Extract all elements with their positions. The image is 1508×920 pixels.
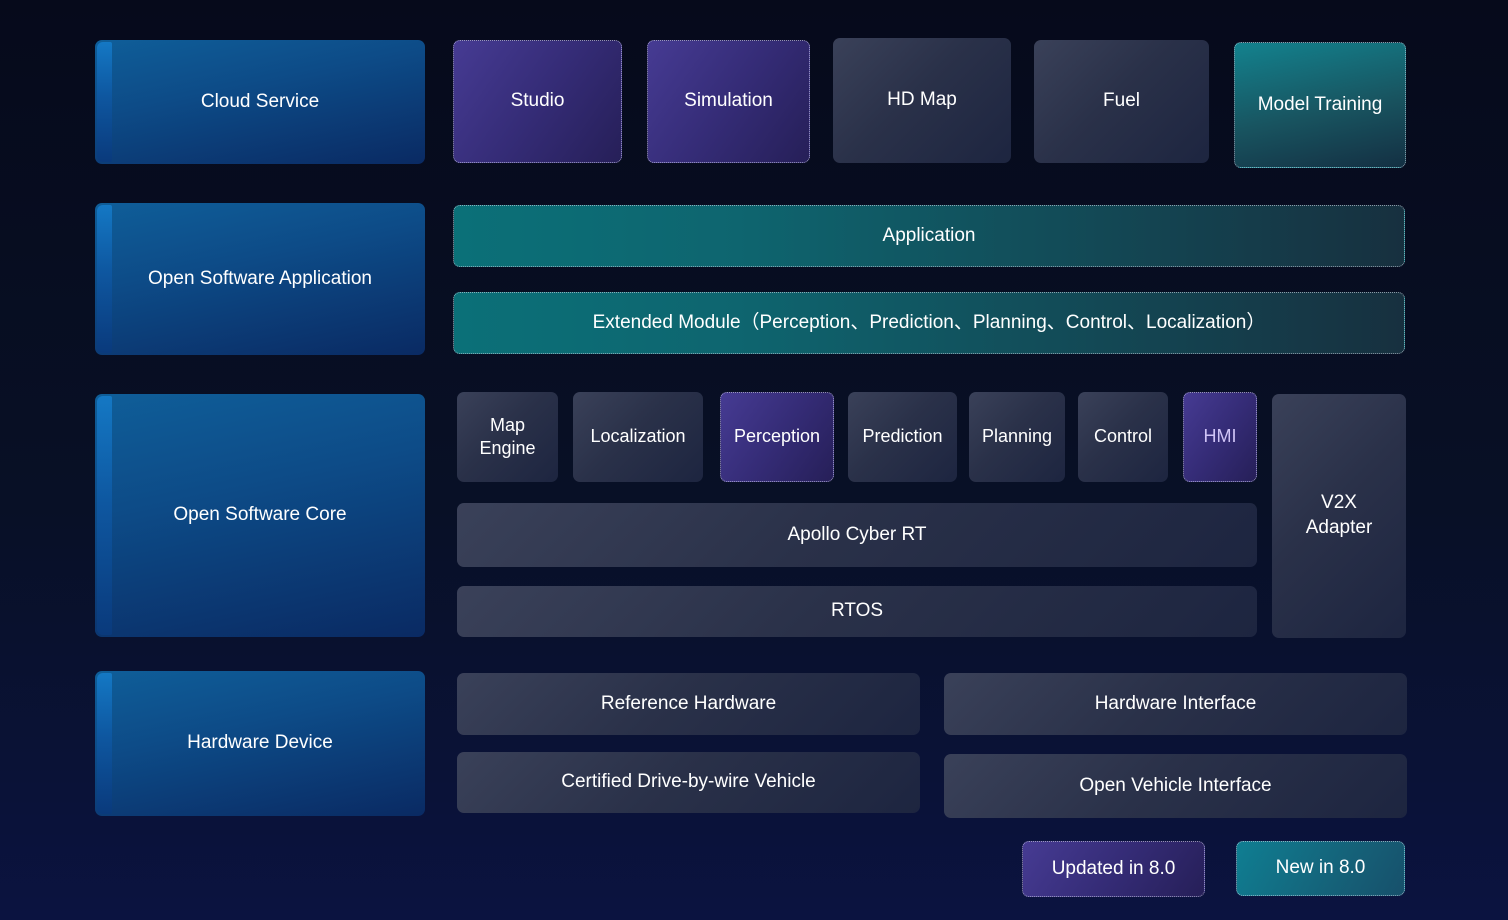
category-label: Open Software Core	[173, 504, 347, 526]
block-label: Extended Module（Perception、Prediction、Pl…	[592, 311, 1266, 333]
block-open-vehicle-interface: Open Vehicle Interface	[944, 754, 1407, 818]
category-cloud-service: Cloud Service	[95, 40, 425, 164]
block-label: Map Engine	[479, 414, 536, 458]
block-label: Control	[1093, 426, 1153, 447]
block-label: HMI	[1203, 426, 1237, 447]
block-label: RTOS	[830, 600, 884, 622]
legend-updated-in-8-0: Updated in 8.0	[1022, 841, 1205, 897]
block-label: Localization	[590, 426, 686, 447]
block-label: Hardware Interface	[1094, 692, 1257, 714]
block-label: HD Map	[887, 89, 957, 111]
block-rtos: RTOS	[457, 586, 1257, 637]
block-extended-module: Extended Module（Perception、Prediction、Pl…	[453, 292, 1405, 354]
block-hd-map: HD Map	[833, 38, 1011, 163]
block-label: Apollo Cyber RT	[787, 523, 927, 545]
block-label: Fuel	[1103, 90, 1140, 112]
block-apollo-cyber-rt: Apollo Cyber RT	[457, 503, 1257, 567]
block-label: Planning	[981, 426, 1053, 447]
block-label: Certified Drive-by-wire Vehicle	[561, 771, 816, 793]
category-accent-stripe	[97, 205, 112, 353]
legend-new-in-8-0: New in 8.0	[1236, 841, 1405, 896]
block-hmi: HMI	[1183, 392, 1257, 482]
block-label: Studio	[510, 90, 565, 112]
category-accent-stripe	[97, 42, 112, 162]
category-open-software-core: Open Software Core	[95, 394, 425, 637]
block-v2x-adapter: V2X Adapter	[1272, 394, 1406, 638]
category-label: Open Software Application	[148, 267, 372, 289]
legend-label: Updated in 8.0	[1051, 857, 1176, 879]
block-simulation: Simulation	[647, 40, 810, 163]
block-control: Control	[1078, 392, 1168, 482]
block-label: Perception	[733, 426, 821, 447]
legend-label: New in 8.0	[1275, 857, 1366, 879]
category-accent-stripe	[97, 396, 112, 635]
block-perception: Perception	[720, 392, 834, 482]
category-label: Hardware Device	[187, 732, 333, 754]
block-planning: Planning	[969, 392, 1065, 482]
block-hardware-interface: Hardware Interface	[944, 673, 1407, 735]
category-open-software-application: Open Software Application	[95, 203, 425, 355]
category-accent-stripe	[97, 673, 112, 814]
block-application: Application	[453, 205, 1405, 267]
block-reference-hardware: Reference Hardware	[457, 673, 920, 735]
block-localization: Localization	[573, 392, 703, 482]
block-label: Application	[882, 224, 976, 246]
block-label: Open Vehicle Interface	[1079, 774, 1272, 796]
category-hardware-device: Hardware Device	[95, 671, 425, 816]
block-label: Simulation	[684, 90, 773, 112]
block-certified-drive-by-wire-vehicle: Certified Drive-by-wire Vehicle	[457, 752, 920, 813]
block-studio: Studio	[453, 40, 622, 163]
category-label: Cloud Service	[200, 90, 320, 112]
block-label: Prediction	[862, 426, 943, 447]
block-prediction: Prediction	[848, 392, 957, 482]
block-model-training: Model Training	[1234, 42, 1406, 168]
block-fuel: Fuel	[1034, 40, 1209, 163]
block-label: Reference Hardware	[600, 692, 777, 714]
block-map-engine: Map Engine	[457, 392, 558, 482]
block-label: V2X Adapter	[1305, 492, 1373, 538]
block-label: Model Training	[1257, 93, 1383, 115]
